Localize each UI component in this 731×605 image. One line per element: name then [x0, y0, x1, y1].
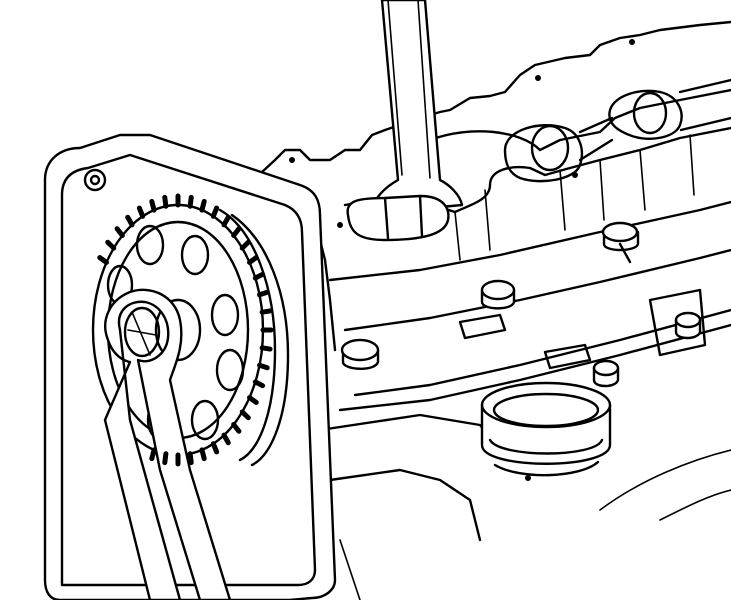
sprocket-tooth — [239, 239, 251, 251]
sprocket-tooth — [187, 451, 194, 466]
sprocket-tooth — [162, 451, 169, 466]
sprocket-tooth — [231, 421, 242, 434]
sprocket-tooth — [239, 409, 251, 421]
sprocket-tooth — [257, 362, 270, 371]
sprocket-tooth — [259, 308, 273, 315]
bolt — [480, 279, 516, 310]
sprocket-tooth — [199, 198, 207, 213]
sprocket-tooth — [149, 198, 157, 213]
bolt — [601, 221, 640, 264]
bolt — [592, 359, 620, 388]
sprocket-tooth — [221, 214, 231, 228]
sprocket-tooth — [257, 289, 270, 298]
oil-filler-neck — [480, 381, 612, 481]
sprocket-tooth — [221, 432, 231, 446]
sprocket-tooth — [125, 214, 135, 228]
sprocket-tooth — [199, 447, 207, 462]
bolt — [340, 338, 380, 370]
sprocket-tooth — [210, 441, 220, 455]
open-end-wrench — [346, 0, 464, 242]
sprocket-tooth — [247, 255, 259, 265]
sprocket-tooth — [97, 255, 109, 265]
sprocket-tooth — [231, 226, 242, 239]
sprocket-teeth — [97, 193, 274, 467]
sprocket-tooth — [136, 205, 146, 219]
sprocket-tooth — [149, 447, 157, 462]
sprocket-tooth — [247, 395, 259, 405]
ring-wrench — [103, 288, 232, 602]
sprocket-tooth — [162, 194, 169, 209]
sprocket-tooth — [187, 194, 194, 209]
bolt — [674, 311, 702, 340]
head-bolts — [340, 221, 707, 388]
sprocket-tooth — [210, 205, 220, 219]
camshaft — [503, 78, 731, 183]
sprocket-tooth — [252, 271, 266, 281]
sprocket-tooth — [252, 379, 266, 389]
sprocket-tooth — [114, 226, 125, 239]
sprocket-tooth — [105, 239, 117, 251]
sprocket-tooth — [259, 345, 273, 352]
